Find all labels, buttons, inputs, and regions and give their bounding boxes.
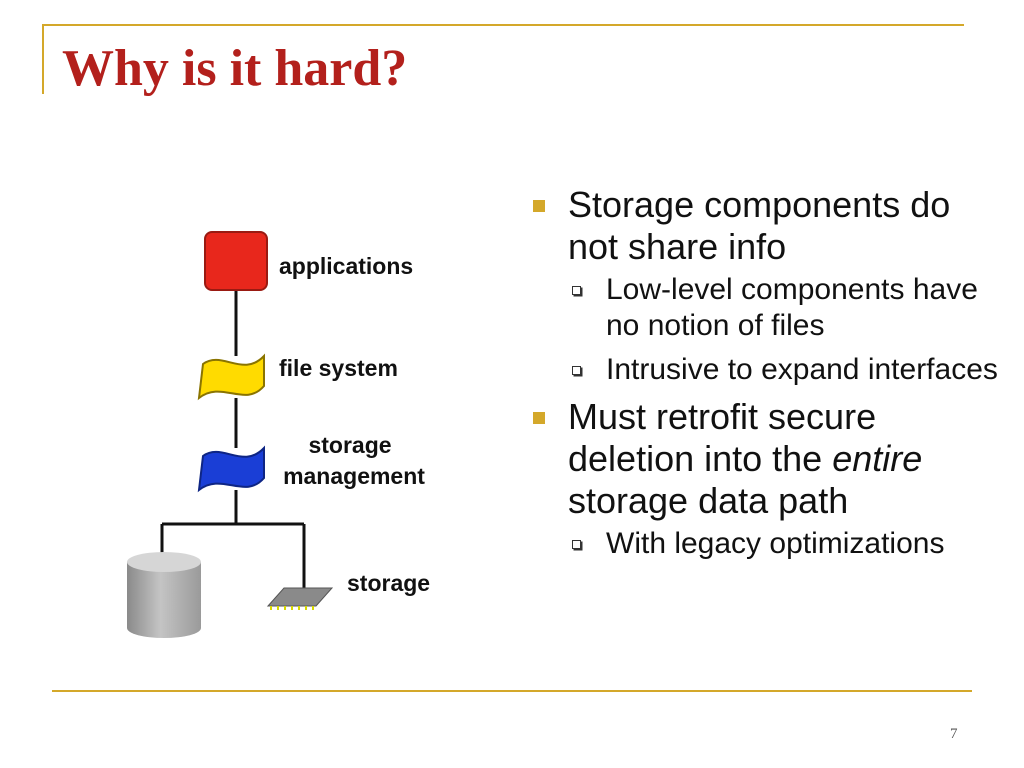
- flash-chip: [266, 587, 334, 610]
- footer-rule: [52, 690, 972, 692]
- sub-bullet-item: Low-level components have no notion of f…: [568, 272, 1000, 344]
- sub-bullet-item: With legacy optimizations: [568, 526, 1000, 562]
- square-bullet-icon: [533, 200, 545, 212]
- bullet-text-before: Must retrofit secure deletion into the: [568, 396, 877, 479]
- storage-management-label-line2: management: [283, 463, 425, 489]
- bullet-item: Must retrofit secure deletion into the e…: [530, 396, 1000, 562]
- slide-title: Why is it hard?: [62, 40, 408, 97]
- storage-management-block: [197, 445, 265, 493]
- file-system-block: [197, 353, 265, 401]
- bullet-emphasis: entire: [832, 438, 923, 479]
- sub-bullet-item: Intrusive to expand interfaces: [568, 352, 1000, 388]
- disk-cylinder: [127, 552, 201, 638]
- storage-label: storage: [347, 570, 430, 596]
- hollow-square-bullet-icon: [572, 286, 581, 295]
- frame-top-rule: [42, 24, 964, 26]
- applications-label: applications: [279, 253, 413, 279]
- bullet-list: Storage components do not share info Low…: [530, 184, 1000, 570]
- file-system-label: file system: [279, 355, 398, 381]
- sub-bullet-list: With legacy optimizations: [568, 526, 1000, 562]
- square-bullet-icon: [533, 412, 545, 424]
- storage-management-label-line1: storage: [308, 432, 391, 458]
- bullet-text-after: storage data path: [568, 480, 849, 521]
- sub-bullet-text: With legacy optimizations: [606, 527, 945, 560]
- bullet-text: Storage components do not share info: [568, 184, 951, 267]
- sub-bullet-list: Low-level components have no notion of f…: [568, 272, 1000, 388]
- hollow-square-bullet-icon: [572, 540, 581, 549]
- applications-block: [204, 231, 268, 291]
- connector-lines: [160, 290, 306, 590]
- bullet-item: Storage components do not share info Low…: [530, 184, 1000, 388]
- sub-bullet-text: Low-level components have no notion of f…: [606, 273, 978, 342]
- page-number: 7: [950, 726, 958, 742]
- hollow-square-bullet-icon: [572, 366, 581, 375]
- frame-left-rule: [42, 24, 44, 94]
- sub-bullet-text: Intrusive to expand interfaces: [606, 353, 998, 386]
